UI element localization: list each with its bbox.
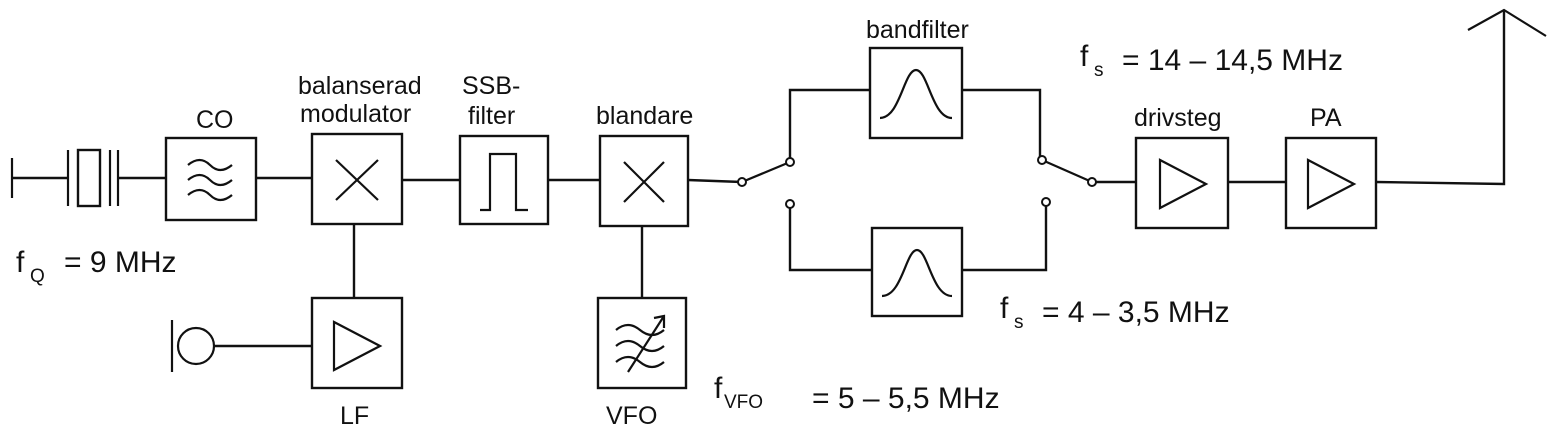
fs-low-value: = 4 – 3,5 MHz (1042, 296, 1230, 329)
mixer-block (598, 134, 690, 228)
crystal-icon (10, 148, 120, 208)
antenna-icon (1467, 8, 1547, 37)
lf-amplifier-block (310, 296, 404, 390)
fs-high-subscript: s (1094, 60, 1104, 81)
power-amplifier-block (1284, 136, 1378, 230)
fq-symbol: f (16, 246, 25, 279)
bandfilter-lower-block (870, 226, 964, 318)
signal-wires (12, 10, 1506, 348)
ssb-filter-block (458, 134, 550, 226)
lf-label: LF (340, 402, 369, 430)
vfo-label: VFO (606, 402, 657, 430)
fvfo-symbol: f (714, 372, 723, 405)
bandfilter-upper-block (868, 46, 964, 140)
high-band-frequency-annotation: f s = 14 – 14,5 MHz (1080, 40, 1343, 81)
ssb-label-line1: SSB- (462, 72, 520, 100)
input-band-switch (737, 157, 795, 209)
driver-stage-block (1134, 136, 1230, 230)
vfo-block (596, 296, 688, 390)
amplifier-triangle-icon (1306, 158, 1357, 210)
mixer-cross-icon (623, 161, 665, 203)
crystal-frequency-annotation: f Q = 9 MHz (16, 246, 177, 287)
ssb-label-line2: filter (468, 102, 515, 130)
fs-low-subscript: s (1014, 312, 1024, 333)
low-band-frequency-annotation: f s = 4 – 3,5 MHz (1000, 292, 1230, 333)
driver-label: drivsteg (1134, 104, 1222, 132)
fs-high-value: = 14 – 14,5 MHz (1122, 44, 1343, 77)
fvfo-value: = 5 – 5,5 MHz (812, 382, 1000, 415)
bandfilter-label: bandfilter (866, 16, 969, 44)
amplifier-triangle-icon (1158, 158, 1209, 210)
fs-low-symbol: f (1000, 292, 1009, 325)
fq-value: = 9 MHz (64, 246, 177, 279)
modulator-label-line1: balanserad (298, 72, 422, 100)
co-oscillator-block (164, 136, 258, 222)
fq-subscript: Q (30, 266, 45, 287)
amplifier-triangle-icon (332, 320, 383, 372)
bandpass-pulse-icon (480, 152, 528, 212)
modulator-label-line2: modulator (300, 100, 411, 128)
balanced-modulator-block (310, 132, 404, 226)
bandpass-curve-icon (881, 248, 953, 298)
mixer-label: blandare (596, 102, 693, 130)
fvfo-subscript: VFO (724, 392, 763, 413)
co-label: CO (196, 106, 234, 134)
oscillator-wave-icon (187, 158, 233, 202)
fs-high-symbol: f (1080, 40, 1089, 73)
pa-label: PA (1310, 104, 1342, 132)
multiplier-cross-icon (335, 159, 379, 201)
vfo-frequency-annotation: f VFO = 5 – 5,5 MHz (714, 372, 1000, 415)
microphone-icon (170, 320, 216, 372)
bandpass-curve-icon (879, 68, 953, 120)
variable-oscillator-icon (615, 314, 666, 373)
output-band-switch (1037, 155, 1097, 207)
